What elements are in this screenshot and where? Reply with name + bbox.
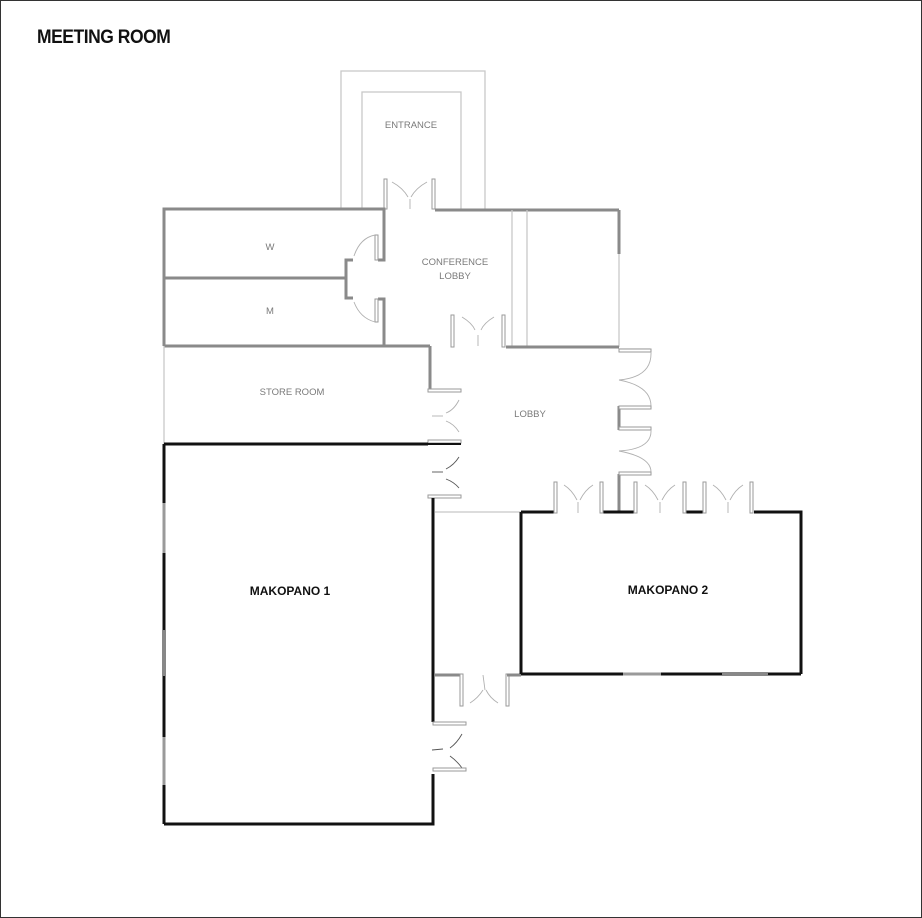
lobby-west-doors[interactable] [427,388,462,499]
room-label-w: W [266,242,275,253]
room-label-makopano-1: MAKOPANO 1 [250,584,331,598]
room-m[interactable]: M [266,306,274,317]
room-label-entrance: ENTRANCE [385,120,437,131]
corridor-south-door[interactable] [435,673,521,707]
room-label-conference-lobby-line2: LOBBY [439,271,471,282]
room-label-lobby: LOBBY [514,409,546,420]
makopano-1-east-doors[interactable] [431,721,467,772]
entrance-area[interactable]: ENTRANCE [340,70,486,209]
room-label-conference-lobby-line1: CONFERENCE [422,257,489,268]
makopano-2-doors[interactable] [553,481,754,514]
restrooms-block [162,207,430,444]
lobby-east-doors[interactable] [618,348,652,476]
room-store-room[interactable]: STORE ROOM [260,387,325,398]
room-makopano-2[interactable]: MAKOPANO 2 [519,510,803,676]
page-title: MEETING ROOM [37,27,171,48]
room-conference-lobby[interactable]: CONFERENCE LOBBY [422,208,650,390]
room-makopano-1[interactable]: MAKOPANO 1 [162,442,435,826]
room-lobby[interactable]: LOBBY [435,406,621,513]
room-label-makopano-2: MAKOPANO 2 [628,583,709,597]
entrance-door[interactable] [383,178,436,210]
room-w[interactable]: W [266,242,275,253]
conference-lobby-door[interactable] [450,314,506,348]
room-label-m: M [266,306,274,317]
room-label-store-room: STORE ROOM [260,387,325,398]
restroom-doors[interactable] [353,234,379,323]
